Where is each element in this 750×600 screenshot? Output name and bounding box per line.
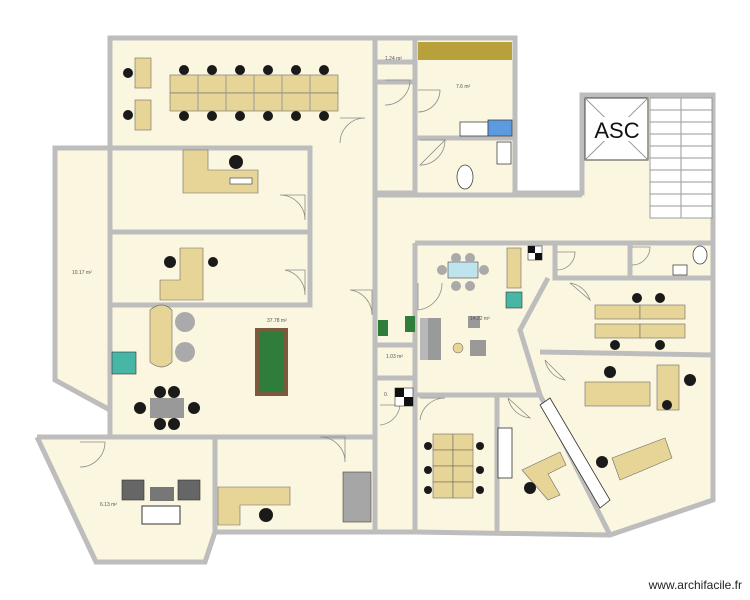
open-space-furniture (378, 245, 543, 407)
room-area-label: 14.22 m² (470, 316, 490, 322)
room-area-label: 10.17 m² (72, 270, 92, 276)
room-area-label: 1.03 m² (386, 354, 403, 360)
workstation-cluster-top (123, 57, 339, 131)
bottom-office-desks (424, 433, 484, 499)
wc-fixtures (672, 245, 708, 276)
outer-walls (34, 35, 716, 565)
elevator-label: ASC (594, 118, 639, 143)
room-area-label: 6.13 m² (100, 502, 117, 508)
elevator: ASC (584, 97, 649, 161)
room-area-label: 0. (384, 392, 388, 398)
lounge-furniture (111, 304, 288, 430)
office-desk-2 (182, 149, 259, 194)
meeting-furniture (121, 471, 372, 526)
room-area-label: 1.24 m² (385, 56, 402, 62)
room-labels: 1.24 m² 7.6 m² 10.17 m² 37.78 m² 14.22 m… (72, 56, 490, 508)
right-offices-furniture (497, 293, 696, 509)
room-area-label: 37.78 m² (267, 318, 287, 324)
doors (79, 79, 651, 468)
office-desk-3 (159, 247, 218, 301)
stairs (649, 97, 713, 219)
room-area-label: 7.6 m² (456, 84, 471, 90)
watermark: www.archifacile.fr (648, 578, 742, 592)
kitchen-fixtures (418, 42, 513, 190)
interior-walls (107, 38, 714, 537)
